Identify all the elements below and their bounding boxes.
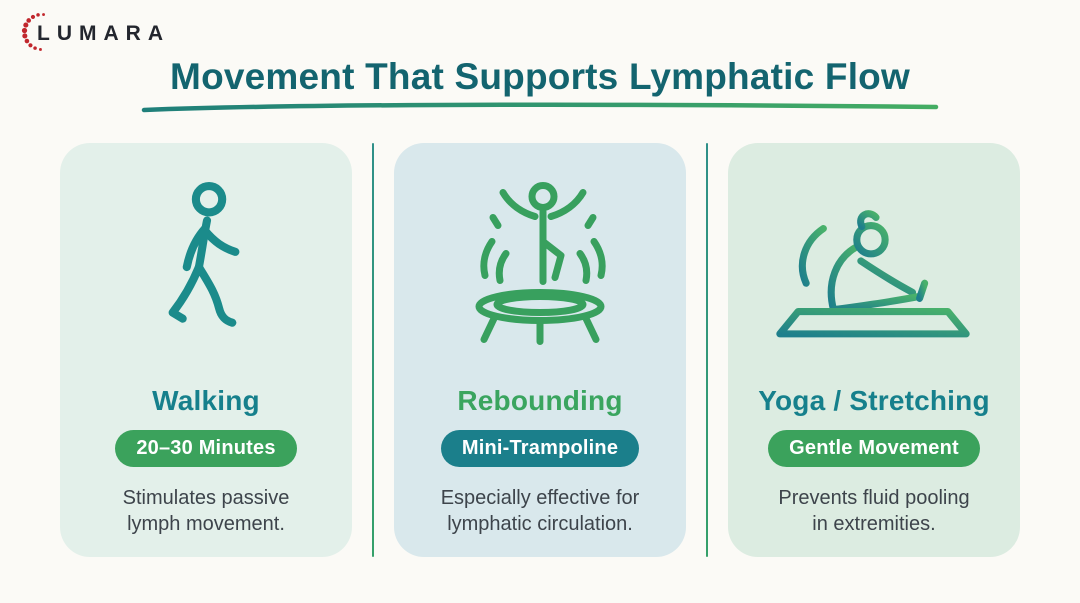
card-title: Rebounding (457, 385, 623, 416)
header: Movement That Supports Lymphatic Flow (0, 0, 1080, 118)
description-line: Stimulates passive (122, 487, 290, 509)
intensity-badge: Gentle Movement (768, 430, 980, 467)
card-description: Prevents fluid pooling in extremities. (778, 485, 969, 538)
duration-badge: 20–30 Minutes (115, 430, 297, 467)
card-description: Especially effective for lymphatic circu… (441, 485, 640, 538)
card-description: Stimulates passive lymph movement. (123, 485, 290, 538)
walking-person-icon (145, 143, 267, 385)
vertical-divider (372, 143, 374, 557)
description-line: lymphatic circulation. (447, 513, 633, 536)
description-line: lymph movement. (127, 513, 285, 536)
card-title: Walking (152, 385, 260, 416)
yoga-stretch-icon (767, 143, 981, 385)
card-yoga-stretching: Yoga / Stretching Gentle Movement Preven… (728, 143, 1020, 557)
equipment-badge: Mini-Trampoline (440, 430, 640, 467)
card-title: Yoga / Stretching (758, 385, 990, 416)
card-walking: Walking 20–30 Minutes Stimulates passive… (60, 143, 352, 557)
trampoline-jump-icon (440, 143, 640, 385)
title-underline (0, 100, 1080, 118)
cards-row: Walking 20–30 Minutes Stimulates passive… (0, 143, 1080, 557)
page-title: Movement That Supports Lymphatic Flow (170, 56, 910, 97)
vertical-divider (706, 143, 708, 557)
description-line: in extremities. (812, 513, 936, 536)
brand-name: LUMARA (37, 22, 170, 45)
card-rebounding: Rebounding Mini-Trampoline Especially ef… (394, 143, 686, 557)
description-line: Prevents fluid pooling (778, 487, 970, 509)
logo-dotted-arc-icon (21, 13, 45, 51)
lumara-logo: LUMARA (20, 10, 170, 54)
description-line: Especially effective for (440, 487, 640, 509)
